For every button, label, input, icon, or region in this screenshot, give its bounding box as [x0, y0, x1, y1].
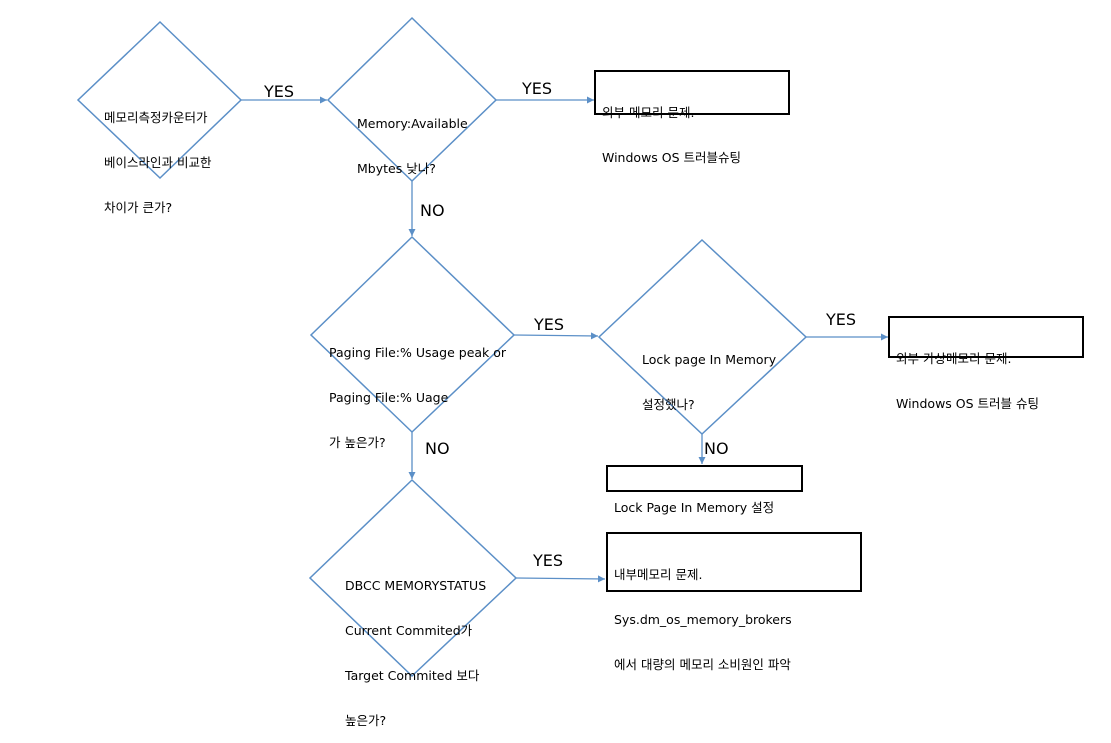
result-box-external-virtual-memory: 외부 가상메모리 문제. Windows OS 트러블 슈팅 — [888, 316, 1084, 411]
decision-line: Current Commited가 — [345, 623, 473, 638]
result-line: 외부 메모리 문제. — [602, 105, 695, 120]
decision-diamond-memorystatus — [308, 478, 518, 678]
arrow-d3-to-d4 — [513, 332, 599, 340]
decision-line: Paging File:% Uage — [329, 390, 449, 405]
result-line: 에서 대량의 메모리 소비원인 파악 — [614, 657, 791, 672]
edge-label-yes: YES — [534, 315, 565, 334]
result-box-internal-memory: 내부메모리 문제. Sys.dm_os_memory_brokers 에서 대량… — [606, 532, 862, 672]
decision-line: Mbytes 낮나? — [357, 161, 436, 176]
decision-text-baseline: 메모리측정카운터가 베이스라인과 비교한 차이가 큰가? — [104, 80, 211, 230]
result-line: Windows OS 트러블 슈팅 — [896, 396, 1039, 411]
decision-text-available-mbytes: Memory:Available Mbytes 낮나? — [357, 86, 468, 191]
decision-line: Paging File:% Usage peak or — [329, 345, 507, 360]
decision-text-paging-file: Paging File:% Usage peak or Paging File:… — [329, 315, 506, 465]
edge-label-yes: YES — [522, 79, 553, 98]
result-line: 외부 가상메모리 문제. — [896, 351, 1012, 366]
decision-line: 설정했나? — [642, 397, 695, 412]
decision-line: DBCC MEMORYSTATUS — [345, 578, 487, 593]
result-line: Windows OS 트러블슈팅 — [602, 150, 742, 165]
result-box-lock-pages-setting: Lock Page In Memory 설정 — [606, 465, 803, 515]
decision-line: Target Commited 보다 — [345, 668, 480, 683]
edge-label-no: NO — [420, 201, 445, 220]
decision-line: 차이가 큰가? — [104, 200, 173, 215]
decision-line: 메모리측정카운터가 — [104, 110, 208, 125]
result-box-external-memory: 외부 메모리 문제. Windows OS 트러블슈팅 — [594, 70, 790, 165]
flowchart-canvas — [76, 16, 888, 678]
decision-line: 높은가? — [345, 713, 387, 728]
result-line: Sys.dm_os_memory_brokers — [614, 612, 792, 627]
decision-line: Lock page In Memory — [642, 352, 777, 367]
decision-diamond-baseline — [76, 20, 243, 180]
arrow-d5-to-r4 — [515, 575, 606, 583]
edge-label-no: NO — [704, 439, 729, 458]
decision-text-lock-pages: Lock page In Memory 설정했나? — [642, 322, 776, 427]
result-line: 내부메모리 문제. — [614, 567, 703, 582]
result-line: Lock Page In Memory 설정 — [614, 500, 775, 515]
edge-label-yes: YES — [826, 310, 857, 329]
edge-label-yes: YES — [533, 551, 564, 570]
decision-line: 가 높은가? — [329, 435, 386, 450]
decision-line: 베이스라인과 비교한 — [104, 155, 212, 170]
decision-line: Memory:Available — [357, 116, 468, 131]
edge-label-yes: YES — [264, 82, 295, 101]
decision-text-memorystatus: DBCC MEMORYSTATUS Current Commited가 Targ… — [345, 548, 486, 743]
edge-label-no: NO — [425, 439, 450, 458]
